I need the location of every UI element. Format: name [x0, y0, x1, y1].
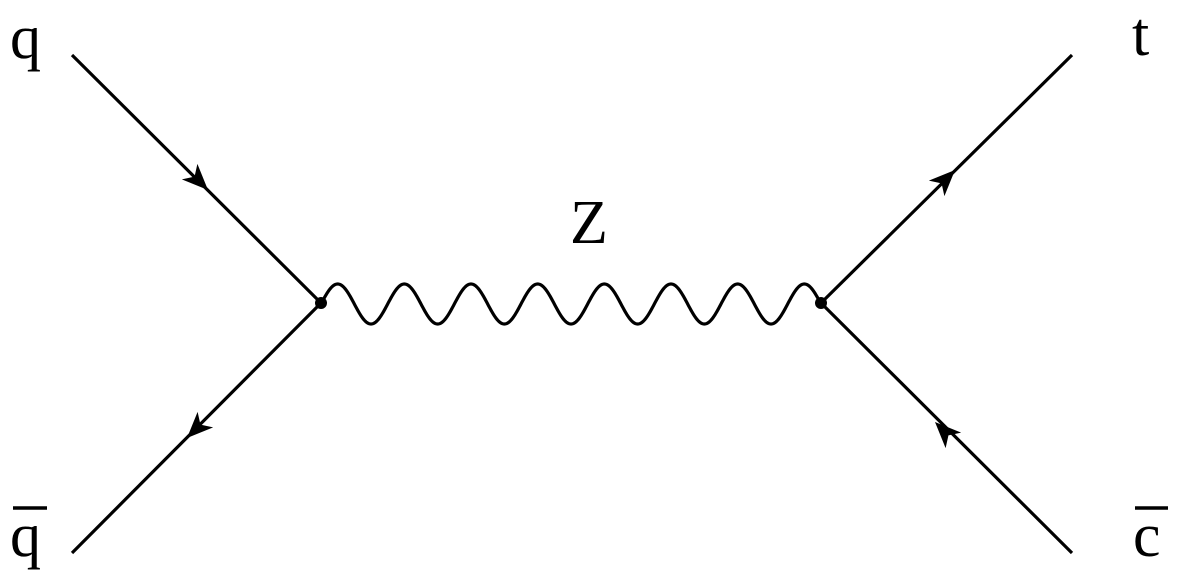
- right-vertex: [815, 297, 827, 309]
- outgoing-top-arrow: [928, 170, 955, 197]
- outgoing-anticharm-arrow: [935, 422, 962, 449]
- left-vertex: [315, 297, 327, 309]
- z-boson-propagator: [319, 282, 823, 326]
- incoming-antiquark-arrow: [187, 411, 214, 438]
- label-t: t: [1132, 1, 1149, 69]
- label-cbar: c: [1133, 502, 1161, 570]
- incoming-quark-arrow: [181, 163, 208, 190]
- label-q: q: [10, 4, 41, 72]
- label-qbar: q: [10, 502, 41, 570]
- label-z: Z: [570, 189, 608, 257]
